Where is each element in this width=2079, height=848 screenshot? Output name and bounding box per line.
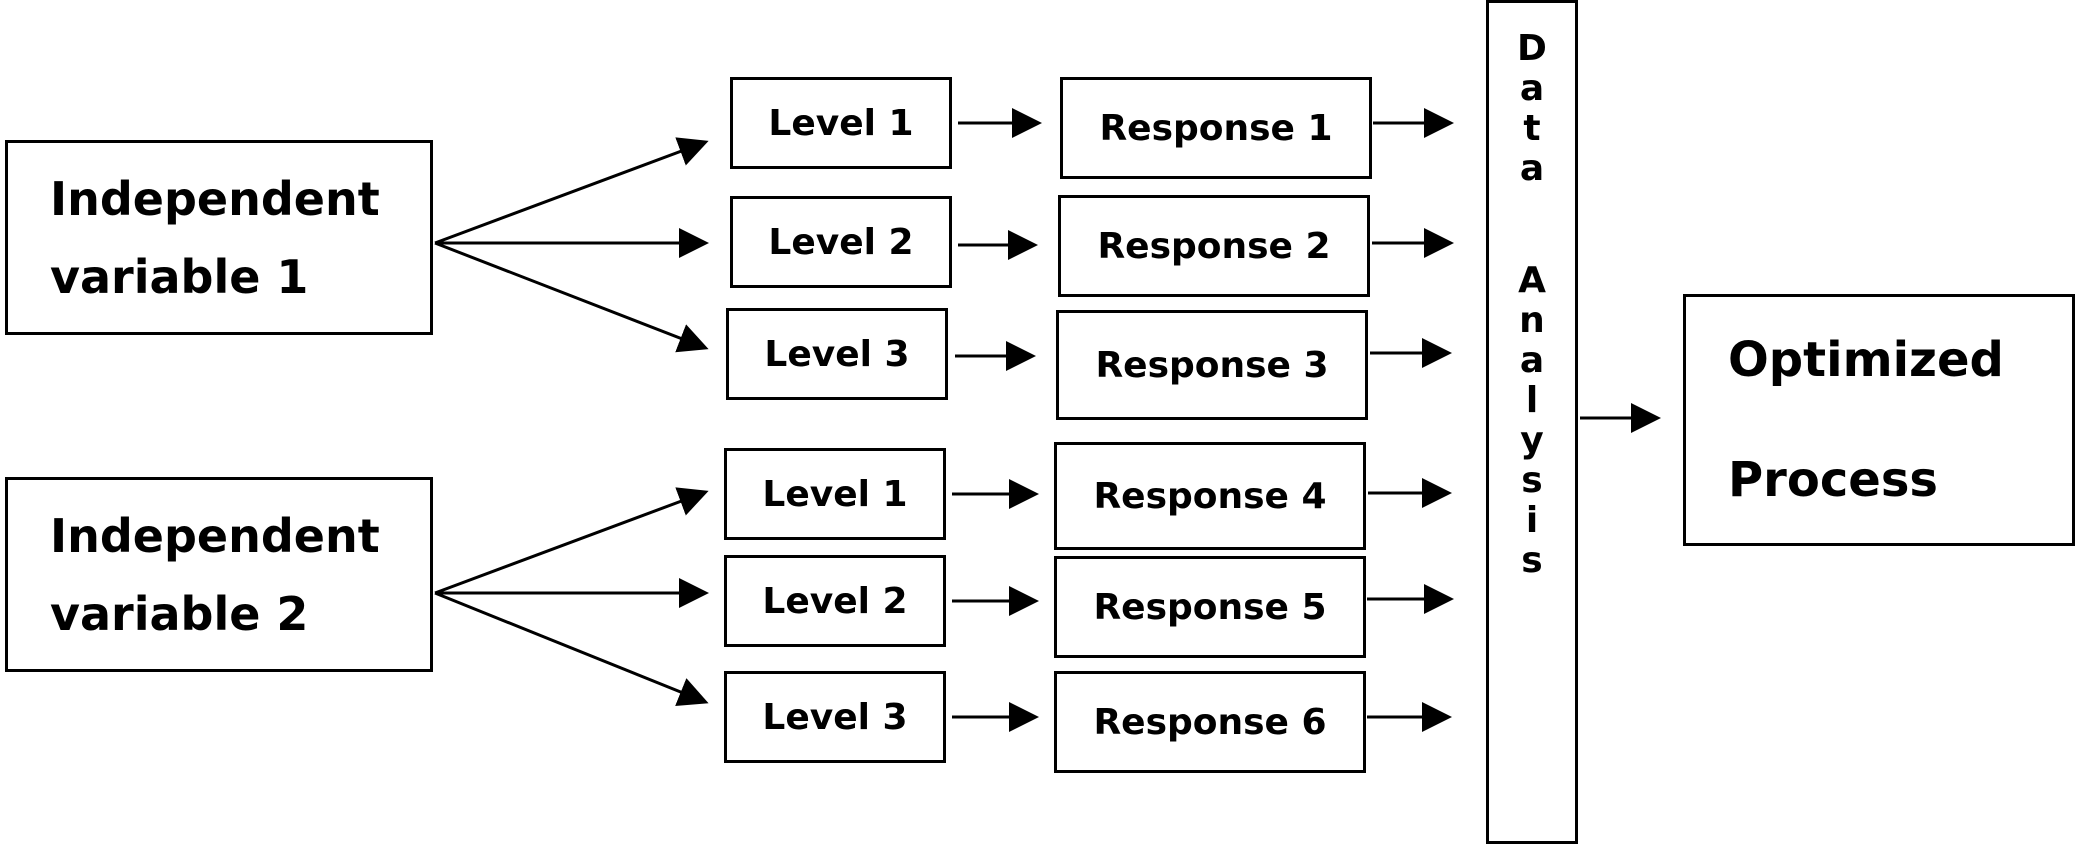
response-label: Response 3 bbox=[1095, 344, 1329, 386]
optimized-line1: Optimized bbox=[1728, 332, 2004, 388]
da-letter: a bbox=[1519, 68, 1545, 109]
level-box-1: Level 1 bbox=[730, 77, 952, 169]
iv1-line2: variable 1 bbox=[50, 249, 309, 304]
data-analysis-box: D a t a A n a l y s i s bbox=[1486, 0, 1578, 844]
da-letter: D bbox=[1517, 28, 1547, 69]
response-box-2: Response 2 bbox=[1058, 195, 1370, 297]
level-box-6: Level 3 bbox=[724, 671, 946, 763]
level-box-4: Level 1 bbox=[724, 448, 946, 540]
optimized-process-box: Optimized Process bbox=[1683, 294, 2075, 546]
independent-variable-2-box: Independent variable 2 bbox=[5, 477, 433, 672]
response-box-4: Response 4 bbox=[1054, 442, 1366, 550]
arrow-iv2-level1 bbox=[434, 487, 709, 595]
level-label: Level 2 bbox=[762, 580, 908, 622]
level-box-2: Level 2 bbox=[730, 196, 952, 288]
da-letter: l bbox=[1525, 380, 1539, 421]
response-label: Response 4 bbox=[1093, 475, 1327, 517]
da-letter: s bbox=[1521, 460, 1543, 501]
optimized-line2: Process bbox=[1728, 452, 1938, 508]
iv2-line2: variable 2 bbox=[50, 586, 309, 641]
level-label: Level 1 bbox=[762, 473, 908, 515]
arrow-iv1-level1 bbox=[434, 137, 709, 245]
level-label: Level 2 bbox=[768, 221, 914, 263]
response-label: Response 2 bbox=[1097, 225, 1331, 267]
level-label: Level 3 bbox=[764, 333, 910, 375]
da-letter: y bbox=[1520, 420, 1544, 461]
iv1-line1: Independent bbox=[50, 171, 380, 226]
da-letter: a bbox=[1519, 148, 1545, 189]
iv2-line1: Independent bbox=[50, 508, 380, 563]
da-letter: a bbox=[1519, 340, 1545, 381]
response-box-5: Response 5 bbox=[1054, 556, 1366, 658]
level-label: Level 3 bbox=[762, 696, 908, 738]
response-box-3: Response 3 bbox=[1056, 310, 1368, 420]
level-label: Level 1 bbox=[768, 102, 914, 144]
da-letter: i bbox=[1525, 500, 1539, 541]
response-label: Response 6 bbox=[1093, 701, 1327, 743]
independent-variable-1-box: Independent variable 1 bbox=[5, 140, 433, 335]
da-letter: t bbox=[1523, 108, 1541, 149]
level-box-3: Level 3 bbox=[726, 308, 948, 400]
response-box-6: Response 6 bbox=[1054, 671, 1366, 773]
response-box-1: Response 1 bbox=[1060, 77, 1372, 179]
da-letter: s bbox=[1521, 540, 1543, 581]
response-label: Response 5 bbox=[1093, 586, 1327, 628]
arrow-iv1-level3 bbox=[434, 241, 709, 353]
da-letter: n bbox=[1519, 300, 1545, 341]
level-box-5: Level 2 bbox=[724, 555, 946, 647]
response-label: Response 1 bbox=[1099, 107, 1333, 149]
da-letter: A bbox=[1518, 260, 1546, 301]
arrow-iv2-level3 bbox=[434, 591, 709, 706]
